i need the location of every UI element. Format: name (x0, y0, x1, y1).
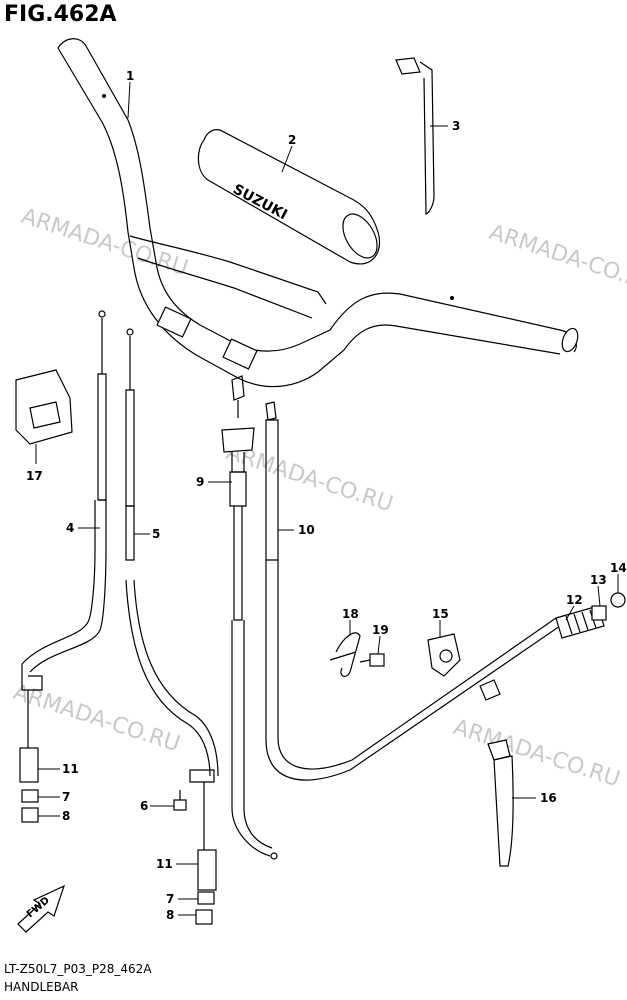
callout-14: 14 (610, 561, 627, 575)
callout-13: 13 (590, 573, 607, 587)
throttle-cable-4 (19, 310, 107, 783)
cable-tie-16 (487, 739, 514, 867)
figure-code: LT-Z50L7_P03_P28_462A (4, 962, 152, 976)
watermark-4: ARMADA-CO.RU (10, 680, 183, 757)
nut-13 (591, 605, 607, 621)
handlebar (57, 38, 579, 388)
callout-11-right: 11 (156, 857, 173, 871)
leader-lines (35, 81, 619, 916)
bolt-19 (359, 653, 385, 667)
clip-18 (329, 632, 361, 677)
callout-12: 12 (566, 593, 583, 607)
callout-17: 17 (26, 469, 43, 483)
callout-3: 3 (452, 119, 460, 133)
callout-1: 1 (126, 69, 134, 83)
watermark-2: ARMADA-CO.RU (486, 220, 627, 297)
callout-4: 4 (66, 521, 74, 535)
callout-8-left: 8 (62, 809, 70, 823)
callout-6: 6 (140, 799, 148, 813)
callout-10: 10 (298, 523, 315, 537)
wire-clip-3 (395, 57, 435, 215)
watermark-5: ARMADA-CO.RU (450, 715, 623, 792)
nut-8-right (195, 909, 213, 925)
clamp-15 (427, 633, 461, 677)
callout-5: 5 (152, 527, 160, 541)
figure-name: HANDLEBAR (4, 980, 79, 994)
brake-cable-5 (125, 328, 219, 891)
callout-8-right: 8 (166, 908, 174, 922)
cable-10 (265, 401, 561, 781)
callout-18: 18 (342, 607, 359, 621)
forward-arrow: FWD (17, 884, 66, 933)
bracket-17 (15, 369, 73, 445)
figure-title: FIG.462A (4, 2, 117, 27)
callout-7-left: 7 (62, 790, 70, 804)
watermark-3: ARMADA-CO.RU (223, 440, 396, 517)
screw-6 (173, 790, 187, 811)
callout-19: 19 (372, 623, 389, 637)
nut-7-right (197, 891, 215, 905)
watermark-1: ARMADA-CO.RU (18, 204, 191, 281)
cable-9 (221, 375, 278, 860)
handlebar-pad: SUZUKI (197, 129, 381, 265)
callout-16: 16 (540, 791, 557, 805)
callout-9: 9 (196, 475, 204, 489)
callout-11-left: 11 (62, 762, 79, 776)
nut-8-left (21, 807, 39, 823)
cap-14 (610, 592, 626, 608)
callout-15: 15 (432, 607, 449, 621)
callout-7-right: 7 (166, 892, 174, 906)
callout-labels: 1 2 3 4 5 6 7 7 8 8 9 10 11 11 12 13 14 … (26, 69, 627, 922)
callout-2: 2 (288, 133, 296, 147)
nut-7-left (21, 789, 39, 803)
